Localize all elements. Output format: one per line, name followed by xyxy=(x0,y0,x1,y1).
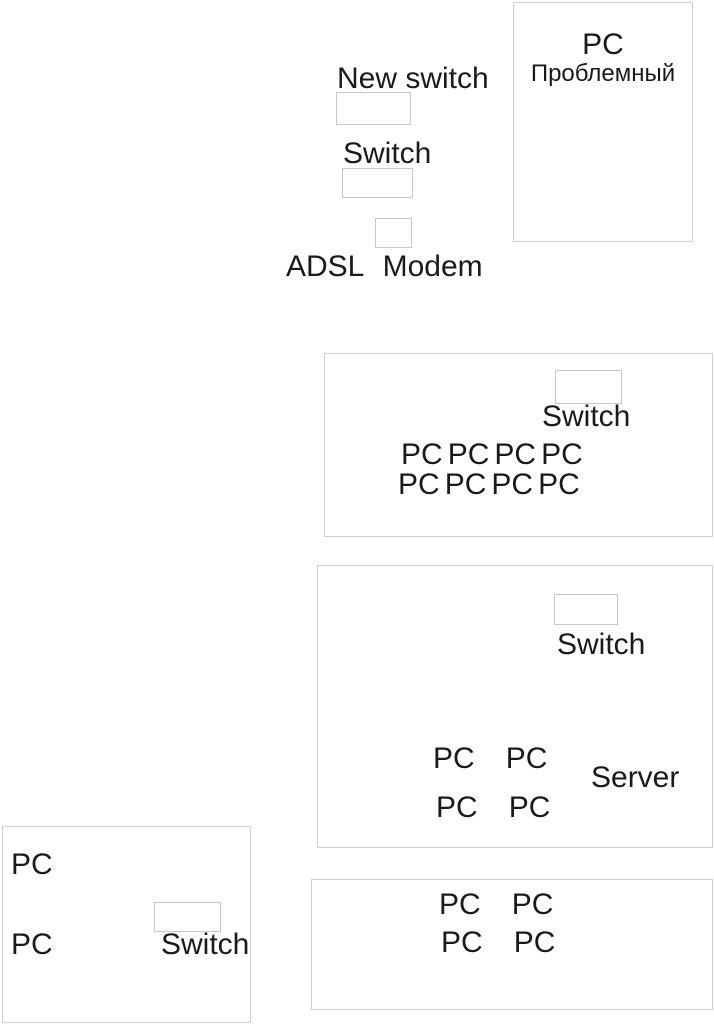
uplink-switch-label: Switch xyxy=(343,137,432,170)
pc-node-label: PC xyxy=(505,742,548,775)
pc-node-label: PC xyxy=(11,928,53,961)
pc-node-label: PC xyxy=(447,438,490,471)
pc-row: PC PC xyxy=(433,744,547,774)
new-switch-label: New switch xyxy=(337,62,489,95)
server-label: Server xyxy=(591,761,680,794)
uplink-switch-node xyxy=(342,168,413,198)
pc-node-label: PC xyxy=(436,791,478,824)
new-switch-node xyxy=(336,92,411,125)
pc-row: PC PC xyxy=(439,890,553,920)
pc-node-label: PC xyxy=(444,468,487,501)
lan-left-switch-label: Switch xyxy=(161,928,250,961)
pc-node-label: PC xyxy=(439,888,481,921)
pc-node-label: PC xyxy=(538,468,580,501)
pc-node-label: PC xyxy=(441,926,483,959)
pc-row: PC PC PC PC xyxy=(398,470,580,500)
problem-pc-subtitle: Проблемный xyxy=(530,60,676,87)
pc-node-label: PC xyxy=(513,926,556,959)
pc-node-label: PC xyxy=(508,791,551,824)
pc-node-label: PC xyxy=(398,468,440,501)
lan-left-zone: PC PC Switch xyxy=(2,826,251,1023)
lan-top-switch-label: Switch xyxy=(542,400,631,433)
pc-node-label: PC xyxy=(511,888,554,921)
lan-middle-switch-node xyxy=(554,594,618,625)
pc-row: PC PC xyxy=(436,793,550,823)
lan-top-switch-node xyxy=(555,370,622,404)
lan-bottom-zone: PC PC PC PC xyxy=(311,879,713,1010)
pc-node-label: PC xyxy=(401,438,443,471)
pc-node-label: PC xyxy=(433,742,475,775)
pc-node-label: PC xyxy=(494,438,537,471)
adsl-modem-label: ADSL Modem xyxy=(286,250,483,283)
lan-left-switch-node xyxy=(154,902,221,932)
problem-pc-title: PC xyxy=(582,28,624,61)
pc-row: PC PC xyxy=(441,928,555,958)
pc-node-label: PC xyxy=(541,438,583,471)
pc-node-label: PC xyxy=(11,848,53,881)
lan-top-zone: Switch PC PC PC PC PC PC PC PC xyxy=(324,353,713,537)
lan-middle-zone: Switch PC PC Server PC PC xyxy=(317,565,713,848)
lan-middle-switch-label: Switch xyxy=(557,628,646,661)
problem-pc-box: PC Проблемный xyxy=(513,2,693,242)
adsl-modem-node xyxy=(375,218,412,248)
pc-row: PC PC PC PC xyxy=(401,440,583,470)
pc-node-label: PC xyxy=(491,468,534,501)
